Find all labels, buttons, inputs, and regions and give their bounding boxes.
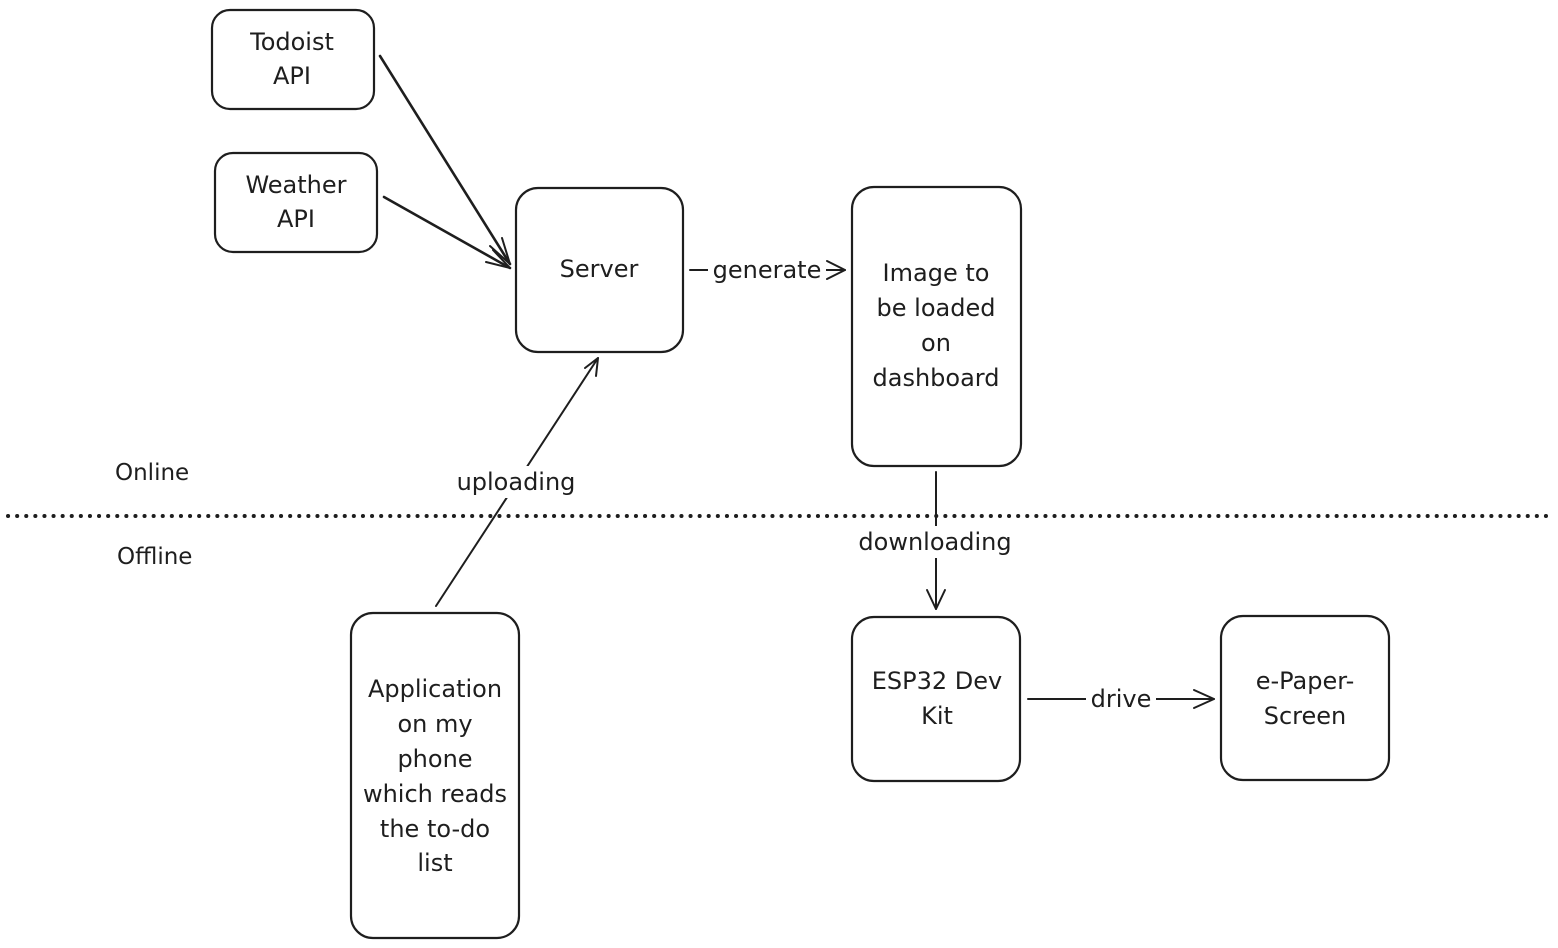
server-label: Server	[560, 255, 639, 283]
epaper-node: e-Paper- Screen	[1219, 614, 1391, 782]
image-label-line-3: on	[921, 329, 951, 357]
epaper-label-line-1: e-Paper-	[1256, 667, 1355, 695]
esp32-node: ESP32 Dev Kit	[850, 615, 1022, 783]
downloading-edge-label: downloading	[858, 528, 1011, 556]
todoist-api-label-line-2: API	[273, 62, 311, 90]
edge-esp32-to-epaper: drive	[1027, 683, 1215, 715]
weather-api-label-line-1: Weather	[245, 171, 346, 199]
edge-todoist-to-server	[378, 54, 512, 266]
offline-region-label: Offline	[117, 544, 192, 570]
image-label-line-4: dashboard	[873, 364, 1000, 392]
weather-api-label-line-2: API	[277, 205, 315, 233]
generate-edge-label: generate	[713, 256, 822, 284]
phone-app-label-line-5: the to-do	[380, 815, 490, 843]
online-region-label: Online	[115, 460, 189, 486]
weather-api-node: Weather API	[213, 151, 379, 254]
image-label-line-1: Image to	[883, 259, 990, 287]
edge-weather-to-server	[382, 195, 512, 270]
phone-app-label-line-2: on my	[397, 710, 472, 738]
image-node: Image to be loaded on dashboard	[850, 185, 1023, 468]
phone-app-label-line-6: list	[417, 849, 452, 877]
phone-app-label-line-3: phone	[397, 745, 472, 773]
edge-phone-to-server: uploading	[435, 357, 599, 607]
edge-server-to-image: generate	[689, 254, 846, 286]
server-node: Server	[514, 186, 685, 354]
todoist-api-label-line-1: Todoist	[249, 28, 334, 56]
drive-edge-label: drive	[1091, 685, 1152, 713]
image-label-line-2: be loaded	[877, 294, 996, 322]
phone-app-label-line-4: which reads	[363, 780, 507, 808]
phone-app-label-line-1: Application	[368, 675, 502, 703]
epaper-label-line-2: Screen	[1264, 702, 1347, 730]
esp32-label-line-2: Kit	[921, 702, 953, 730]
todoist-api-node: Todoist API	[210, 8, 376, 111]
uploading-edge-label: uploading	[457, 468, 576, 496]
edge-image-to-esp32: downloading	[852, 471, 1018, 610]
phone-app-node: Application on my phone which reads the …	[349, 611, 521, 940]
esp32-label-line-1: ESP32 Dev	[872, 667, 1003, 695]
